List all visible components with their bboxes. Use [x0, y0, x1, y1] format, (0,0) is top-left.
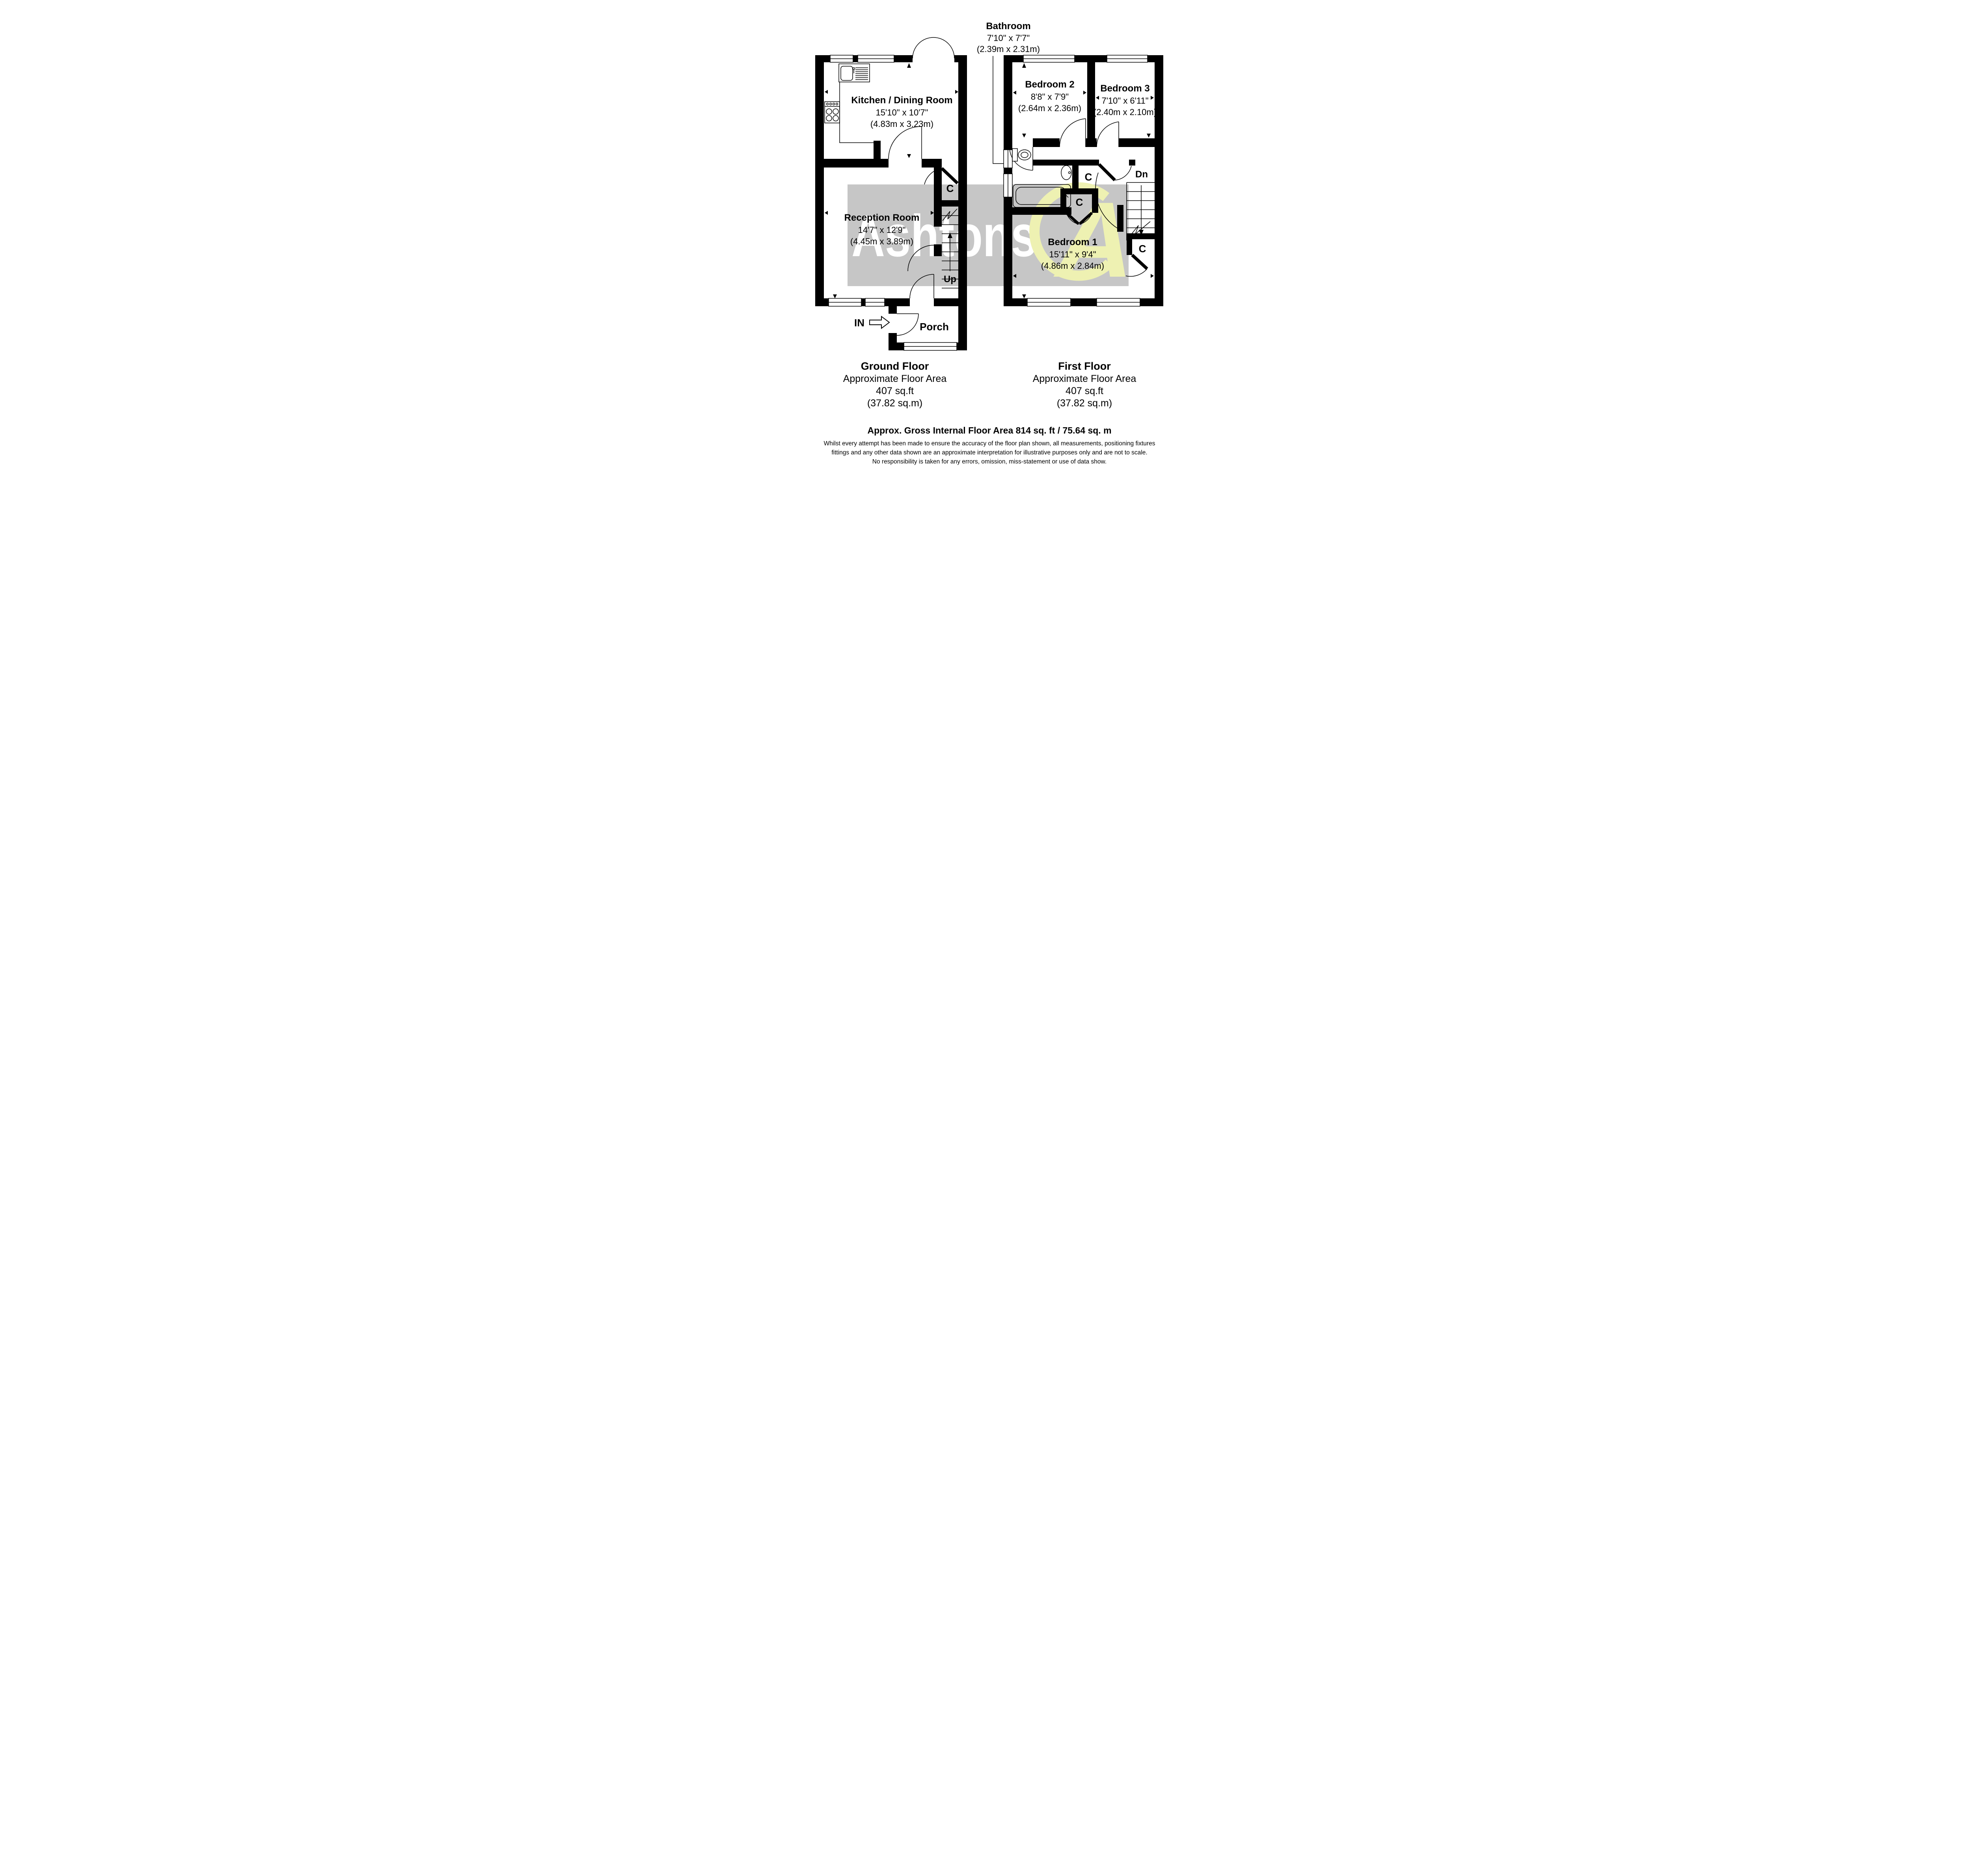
bedroom3-door-icon [1096, 121, 1119, 147]
disclaimer-line: Whilst every attempt has been made to en… [824, 440, 1155, 447]
bedroom2-dims-metric: (2.64m x 2.36m) [1018, 103, 1081, 113]
landing-closet-label: C [1085, 171, 1092, 183]
bedroom1-dims-metric: (4.86m x 2.84m) [1041, 261, 1104, 271]
bedroom3-window [1107, 55, 1148, 63]
first-floor-walls [1004, 55, 1163, 306]
bathroom-window [1003, 149, 1013, 168]
first-floor-windows [1003, 55, 1148, 307]
bedroom2-door-icon [1059, 118, 1086, 147]
reception-dims-imperial: 14'7" x 12'9" [858, 225, 906, 235]
kitchen-sink-icon [838, 63, 870, 82]
bedroom3-dims-metric: (2.40m x 2.10m) [1094, 107, 1157, 117]
down-arrow-icon [1139, 230, 1144, 235]
french-doors-icon [912, 37, 955, 59]
bedroom3-dims-imperial: 7'10" x 6'11" [1101, 96, 1148, 106]
bathroom-dims-metric: (2.39m x 2.31m) [977, 44, 1040, 54]
porch-label: Porch [920, 321, 949, 333]
ground-closet-label: C [946, 182, 954, 194]
middle-closet-doors-icon [1065, 212, 1093, 225]
kitchen-door-icon [888, 126, 922, 159]
first-floor-area-imperial: 407 sq.ft [1066, 385, 1103, 396]
bathroom-dims-imperial: 7'10" x 7'7" [987, 33, 1030, 43]
bedroom2-name: Bedroom 2 [1025, 79, 1074, 90]
porch-window [904, 342, 957, 351]
kitchen-window [830, 55, 853, 63]
basin-icon [1061, 165, 1072, 180]
first-floor-measure-arrows [1013, 63, 1154, 298]
kitchen-window [857, 55, 894, 63]
ground-floor-area-imperial: 407 sq.ft [876, 385, 914, 396]
toilet-icon [1012, 148, 1031, 162]
bedroom2-dims-imperial: 8'8" x 7'9" [1031, 92, 1069, 102]
first-floor-area-metric: (37.82 sq.m) [1057, 398, 1112, 409]
reception-stairs-door-icon [907, 245, 934, 272]
bath-icon [1013, 184, 1071, 208]
disclaimer-line: fittings and any other data shown are an… [831, 449, 1147, 456]
entry-arrow-icon [869, 316, 890, 329]
ground-floor-area-metric: (37.82 sq.m) [867, 398, 922, 409]
floorplan-page: Ashtons A Bathroom 7'10" x 7'7" (2.39m x… [654, 0, 1317, 469]
entry-arrow: IN [854, 316, 890, 329]
ground-floor-footer: Ground Floor Approximate Floor Area 407 … [843, 360, 947, 409]
bathroom-door-icon [1009, 147, 1033, 171]
bathroom-leader-line [993, 56, 1005, 164]
ground-floor-windows [828, 55, 957, 351]
ground-floor-area-label: Approximate Floor Area [843, 373, 947, 384]
first-floor-footer: First Floor Approximate Floor Area 407 s… [1033, 360, 1136, 409]
bathroom-name: Bathroom [986, 21, 1030, 32]
bottom-closet-door-icon [1125, 254, 1148, 277]
ground-floor-walls [815, 55, 967, 350]
first-floor-title: First Floor [1058, 360, 1111, 372]
bedroom1-window [1096, 298, 1140, 307]
middle-closet-label: C [1076, 196, 1083, 208]
reception-window [828, 298, 862, 307]
reception-dims-metric: (4.45m x 3.89m) [850, 236, 913, 246]
kitchen-dims-metric: (4.83m x 3.23m) [870, 119, 933, 129]
bedroom1-window [1027, 298, 1071, 307]
ground-closet-door-icon [924, 167, 959, 185]
first-floor-area-label: Approximate Floor Area [1033, 373, 1136, 384]
landing-closet-door-icon [1098, 163, 1132, 181]
up-arrow-icon [948, 233, 952, 238]
stairs-break-line [942, 208, 958, 221]
ground-floor-plan: Up IN Kitchen / Dining Room 15'10" x 10'… [815, 37, 967, 351]
bottom-closet-label: C [1139, 243, 1146, 255]
stairs-up: Up [942, 208, 958, 288]
bathroom-callout: Bathroom 7'10" x 7'7" (2.39m x 2.31m) [977, 21, 1040, 166]
stairs-down: Dn [1126, 169, 1155, 240]
stairs-down-label: Dn [1135, 169, 1148, 180]
kitchen-counter-line [839, 82, 874, 143]
reception-window [865, 298, 885, 307]
watermark-band [848, 184, 1129, 286]
stairs-up-label: Up [944, 274, 956, 285]
bedroom1-door-icon [1095, 172, 1118, 229]
bedroom1-name: Bedroom 1 [1048, 237, 1097, 248]
stairs-break-line [1128, 221, 1151, 238]
kitchen-name: Kitchen / Dining Room [851, 95, 952, 106]
bedroom3-name: Bedroom 3 [1100, 83, 1149, 94]
reception-name: Reception Room [844, 212, 920, 223]
ground-floor-measure-arrows [825, 63, 958, 298]
disclaimer-line: No responsibility is taken for any error… [872, 458, 1107, 465]
gross-area-line: Approx. Gross Internal Floor Area 814 sq… [867, 425, 1111, 436]
bathroom-window [1003, 173, 1013, 197]
entry-in-label: IN [854, 317, 864, 329]
ground-floor-title: Ground Floor [861, 360, 929, 372]
reception-porch-door-icon [909, 274, 934, 299]
bedroom2-window [1023, 55, 1075, 63]
front-door-icon [896, 313, 919, 336]
floorplan-drawing: Ashtons A Bathroom 7'10" x 7'7" (2.39m x… [815, 21, 1163, 465]
first-floor-plan: Dn Bedroom 2 8'8" x 7'9" (2.64m x 2.36m)… [1003, 55, 1163, 307]
cooker-icon [824, 101, 840, 123]
summary-block: Approx. Gross Internal Floor Area 814 sq… [824, 425, 1155, 465]
kitchen-dims-imperial: 15'10" x 10'7" [876, 108, 928, 117]
bedroom1-dims-imperial: 15'11" x 9'4" [1049, 249, 1096, 259]
